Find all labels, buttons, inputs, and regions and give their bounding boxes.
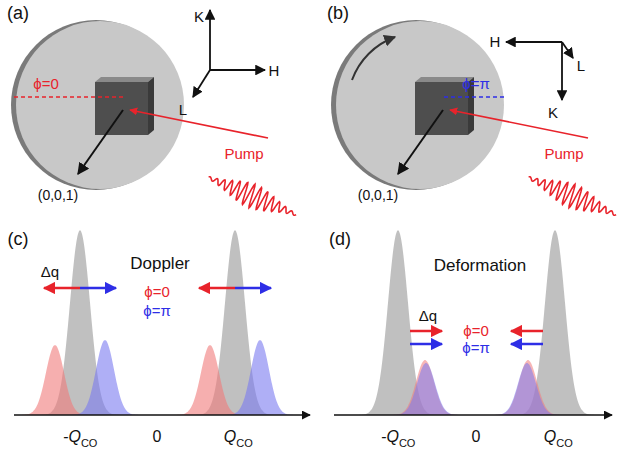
pump-pulse <box>529 177 617 216</box>
pump-label: Pump <box>224 146 263 163</box>
peak-profile <box>491 363 563 415</box>
angle-label: ϕ=0 <box>463 323 489 340</box>
peak-profiles <box>19 230 595 415</box>
tick-subscript: CO <box>556 437 573 449</box>
sample-disk-b <box>331 20 588 190</box>
tick-label: -Q <box>381 428 399 446</box>
angle-label: ϕ=0 <box>33 76 59 93</box>
shift-label: Δq <box>419 308 437 325</box>
tick-label: 0 <box>153 428 162 446</box>
sample-disk-a <box>11 10 268 190</box>
peak-profile <box>389 360 461 415</box>
axis-label: H <box>269 63 280 80</box>
tick-label: Q <box>224 428 236 446</box>
angle-label: ϕ=0 <box>144 284 170 301</box>
axis-label: L <box>577 58 585 75</box>
angle-label: ϕ=π <box>143 303 171 320</box>
shift-label: Δq <box>41 264 59 281</box>
tick-label: -Q <box>63 428 81 446</box>
angle-label: ϕ=π <box>462 340 490 357</box>
axis-label: K <box>548 105 558 122</box>
peak-profile <box>69 340 141 415</box>
panel-letter: (b) <box>327 4 349 24</box>
pump-pulse <box>209 177 617 216</box>
pump-label: Pump <box>544 146 583 163</box>
axis-label: L <box>179 102 187 119</box>
pump-pulse <box>209 177 297 216</box>
tick-subscript: CO <box>81 437 98 449</box>
peak-profile <box>224 340 296 415</box>
axis-label: H <box>490 34 501 51</box>
peak-profile <box>174 345 246 415</box>
tick-subscript: CO <box>236 437 253 449</box>
axis-label: K <box>194 9 204 26</box>
panel-title: Deformation <box>434 257 527 276</box>
panel-title: Doppler <box>130 255 190 274</box>
peak-profile <box>19 345 91 415</box>
panel-letter: (c) <box>8 230 29 250</box>
peak-profile <box>390 363 462 415</box>
vector-label: (0,0,1) <box>358 188 398 203</box>
panel-letter: (d) <box>329 230 351 250</box>
q-axis <box>14 414 310 416</box>
panel-letter: (a) <box>7 4 29 24</box>
tick-label: Q <box>544 428 556 446</box>
vector-label: (0,0,1) <box>38 188 78 203</box>
tick-subscript: CO <box>399 437 416 449</box>
angle-label: ϕ=π <box>462 76 490 93</box>
q-axis <box>334 414 612 416</box>
tick-label: 0 <box>472 428 481 446</box>
peak-profile <box>492 360 564 415</box>
